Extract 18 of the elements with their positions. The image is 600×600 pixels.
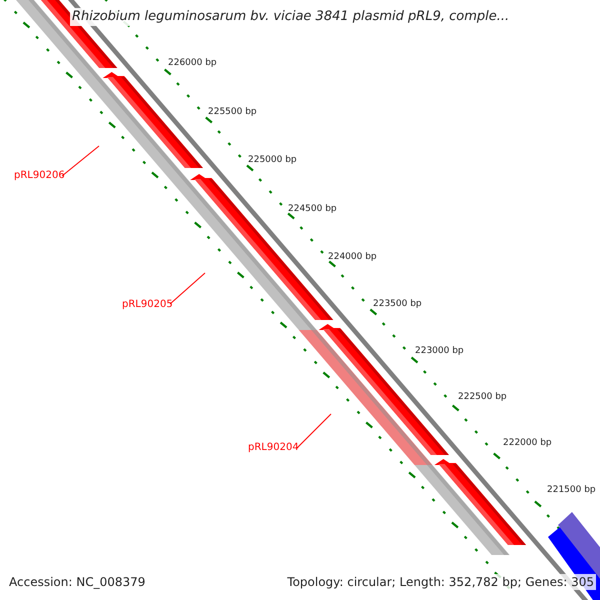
position-label: 223500 bp — [373, 299, 422, 310]
position-label: 222500 bp — [458, 392, 507, 403]
position-label: 224500 bp — [288, 204, 337, 215]
leader-line — [62, 146, 100, 176]
position-label: 224000 bp — [328, 252, 377, 263]
position-label: 225000 bp — [248, 155, 297, 166]
accession-text: Accession: NC_008379 — [9, 574, 146, 590]
gene-label: pRL90204 — [248, 441, 299, 455]
leader-line — [296, 414, 332, 448]
position-label: 225500 bp — [208, 107, 257, 118]
position-label: 222000 bp — [503, 438, 552, 449]
summary-text: Topology: circular; Length: 352,782 bp; Genes: 305 — [285, 574, 596, 590]
gene-label: pRL90205 — [122, 298, 173, 312]
position-label: 223000 bp — [415, 346, 464, 357]
position-label: 226000 bp — [168, 58, 217, 69]
position-label: 221500 bp — [547, 485, 596, 496]
gene-label: pRL90206 — [14, 169, 65, 183]
leader-line — [170, 272, 206, 304]
